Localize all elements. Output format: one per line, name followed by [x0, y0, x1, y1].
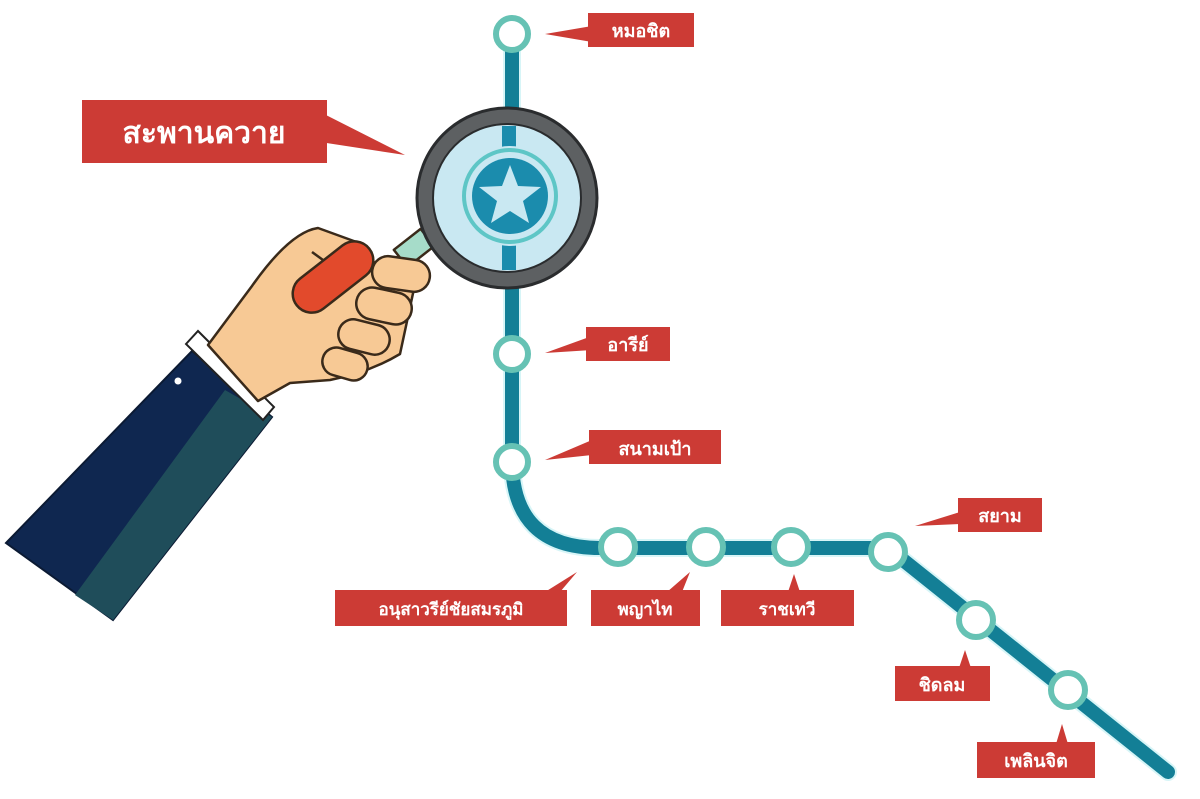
- shirt-cuff: [184, 329, 276, 422]
- label-text-phloen-chit: เพลินจิต: [1004, 751, 1068, 772]
- highlight-label-text: สะพานควาย: [123, 116, 286, 151]
- station-node-ari[interactable]: [493, 335, 531, 373]
- stations: [493, 15, 1088, 710]
- station-node-siam[interactable]: [868, 532, 908, 572]
- label-text-sanam-pao: สนามเป้า: [619, 439, 692, 460]
- station-node-mo-chit[interactable]: [493, 15, 531, 53]
- label-phaya-thai: พญาไท: [591, 572, 700, 626]
- station-node-chit-lom[interactable]: [956, 600, 996, 640]
- label-text-ratchathewi: ราชเทวี: [759, 599, 816, 620]
- station-node-victory-monument[interactable]: [598, 527, 638, 567]
- suit-sleeve: [4, 329, 276, 622]
- label-victory-monument: อนุสาวรีย์ชัยสมรภูมิ: [335, 572, 577, 626]
- label-text-phaya-thai: พญาไท: [618, 599, 673, 620]
- label-ratchathewi: ราชเทวี: [721, 574, 854, 626]
- label-text-mo-chit: หมอชิต: [612, 21, 670, 42]
- label-phloen-chit: เพลินจิต: [977, 724, 1095, 778]
- label-sanam-pao: สนามเป้า: [545, 430, 721, 464]
- label-mo-chit: หมอชิต: [545, 13, 694, 47]
- cuff-button-icon: [174, 377, 182, 385]
- label-chit-lom: ชิดลม: [895, 650, 990, 701]
- hand: [206, 226, 436, 403]
- label-text-siam: สยาม: [978, 506, 1022, 527]
- label-text-chit-lom: ชิดลม: [919, 675, 966, 696]
- label-ari: อารีย์: [545, 327, 670, 361]
- rail-line: [503, 25, 1177, 781]
- label-siam: สยาม: [915, 498, 1042, 532]
- station-node-phaya-thai[interactable]: [686, 527, 726, 567]
- magnifying-glass: [415, 106, 599, 290]
- label-saphan-khwai: สะพานควาย: [82, 100, 405, 163]
- station-node-sanam-pao[interactable]: [493, 443, 531, 481]
- station-node-ratchathewi[interactable]: [771, 527, 811, 567]
- star-icon: [479, 165, 541, 223]
- station-node-phloen-chit[interactable]: [1048, 670, 1088, 710]
- label-text-victory-monument: อนุสาวรีย์ชัยสมรภูมิ: [378, 599, 523, 621]
- label-text-ari: อารีย์: [607, 334, 648, 356]
